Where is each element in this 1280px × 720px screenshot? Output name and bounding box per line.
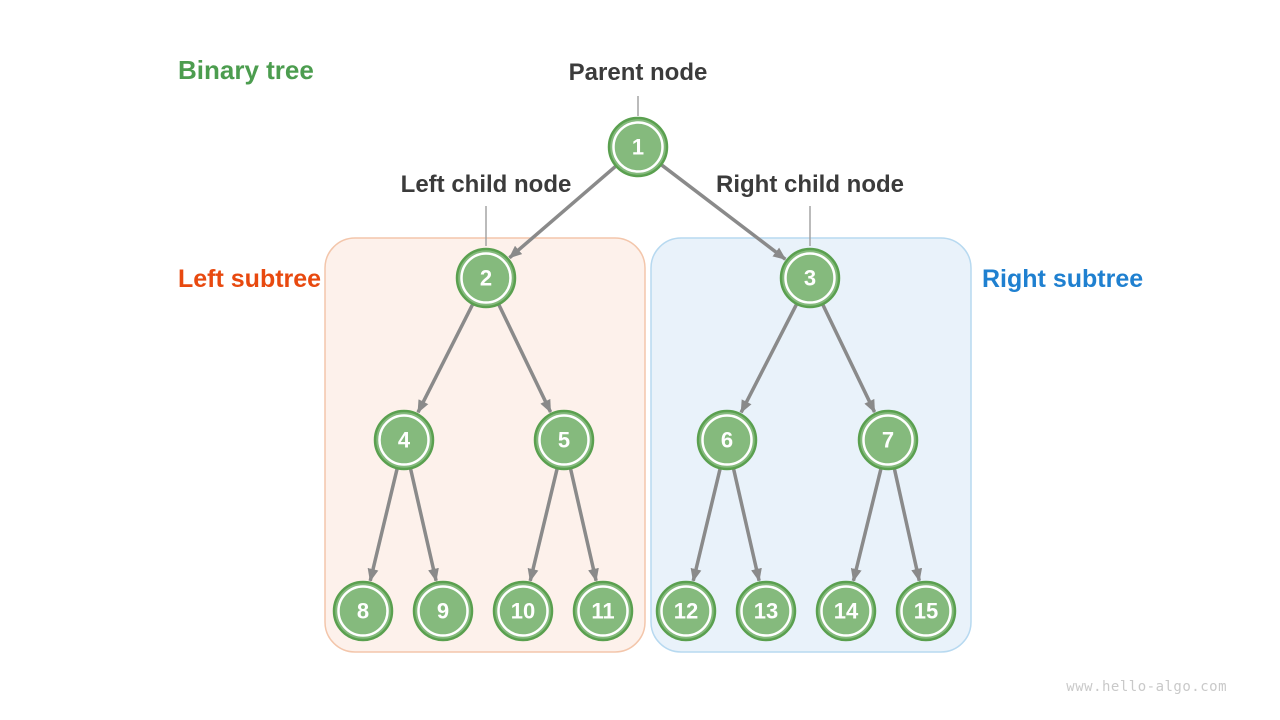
edge-5-11 xyxy=(568,467,599,582)
node-value: 1 xyxy=(632,135,644,160)
node-ring xyxy=(538,414,590,466)
edge-1-3 xyxy=(660,163,787,261)
right-child-node-label: Right child node xyxy=(716,171,904,198)
node-value: 9 xyxy=(437,599,449,624)
node-circle xyxy=(895,580,957,642)
left-subtree-label: Left subtree xyxy=(178,265,322,293)
edge-3-6 xyxy=(739,303,799,414)
tree-node-13: 13 xyxy=(735,580,797,642)
node-ring xyxy=(337,585,389,637)
tree-node-4: 4 xyxy=(373,409,435,471)
node-ring xyxy=(900,585,952,637)
node-value: 13 xyxy=(754,599,778,624)
node-circle xyxy=(607,116,669,178)
node-ring xyxy=(862,414,914,466)
tree-node-10: 10 xyxy=(492,580,554,642)
right-subtree-label: Right subtree xyxy=(982,265,1144,293)
diagram-title: Binary tree xyxy=(178,55,314,85)
edge-6-13 xyxy=(731,467,762,582)
edge-3-7 xyxy=(821,303,877,413)
node-value: 4 xyxy=(398,428,411,453)
node-circle xyxy=(572,580,634,642)
node-value: 11 xyxy=(591,599,614,624)
parent-node-label: Parent node xyxy=(568,59,708,86)
node-ring xyxy=(378,414,430,466)
node-ring xyxy=(460,252,512,304)
edge-7-15 xyxy=(892,467,923,582)
tree-node-9: 9 xyxy=(412,580,474,642)
node-circle xyxy=(412,580,474,642)
node-value: 10 xyxy=(511,599,535,624)
tree-node-1: 1 xyxy=(607,116,669,178)
node-ring xyxy=(820,585,872,637)
node-ring xyxy=(612,121,664,173)
node-value: 5 xyxy=(558,428,570,453)
node-ring xyxy=(660,585,712,637)
node-circle xyxy=(332,580,394,642)
node-ring xyxy=(701,414,753,466)
tree-node-11: 11 xyxy=(572,580,634,642)
tree-node-5: 5 xyxy=(533,409,595,471)
left-child-node-label: Left child node xyxy=(400,171,572,198)
node-ring xyxy=(417,585,469,637)
tree-node-3: 3 xyxy=(779,247,841,309)
node-ring xyxy=(497,585,549,637)
node-value: 14 xyxy=(834,599,859,624)
node-circle xyxy=(455,247,517,309)
tree-node-2: 2 xyxy=(455,247,517,309)
tree-node-7: 7 xyxy=(857,409,919,471)
edge-4-9 xyxy=(408,467,439,582)
tree-node-15: 15 xyxy=(895,580,957,642)
node-circle xyxy=(492,580,554,642)
node-circle xyxy=(655,580,717,642)
node-ring xyxy=(784,252,836,304)
edge-1-2 xyxy=(508,164,618,260)
node-ring xyxy=(740,585,792,637)
watermark: www.hello-algo.com xyxy=(1066,679,1227,695)
edge-5-10 xyxy=(527,467,559,582)
tree-node-12: 12 xyxy=(655,580,717,642)
edge-4-8 xyxy=(367,467,399,582)
node-value: 3 xyxy=(804,266,816,291)
node-value: 6 xyxy=(721,428,733,453)
node-circle xyxy=(533,409,595,471)
node-value: 12 xyxy=(674,599,698,624)
edge-6-12 xyxy=(690,467,722,582)
edge-7-14 xyxy=(850,467,883,582)
node-ring xyxy=(577,585,629,637)
node-circle xyxy=(696,409,758,471)
left-subtree-box xyxy=(324,237,646,653)
node-value: 7 xyxy=(882,428,894,453)
node-circle xyxy=(857,409,919,471)
node-circle xyxy=(373,409,435,471)
node-circle xyxy=(779,247,841,309)
node-circle xyxy=(735,580,797,642)
tree-node-6: 6 xyxy=(696,409,758,471)
edge-2-5 xyxy=(497,303,553,413)
node-value: 2 xyxy=(480,266,492,291)
tree-node-14: 14 xyxy=(815,580,877,642)
tree-node-8: 8 xyxy=(332,580,394,642)
edge-2-4 xyxy=(416,303,475,414)
node-circle xyxy=(815,580,877,642)
node-value: 8 xyxy=(357,599,369,624)
node-value: 15 xyxy=(914,599,938,624)
right-subtree-box xyxy=(650,237,972,653)
